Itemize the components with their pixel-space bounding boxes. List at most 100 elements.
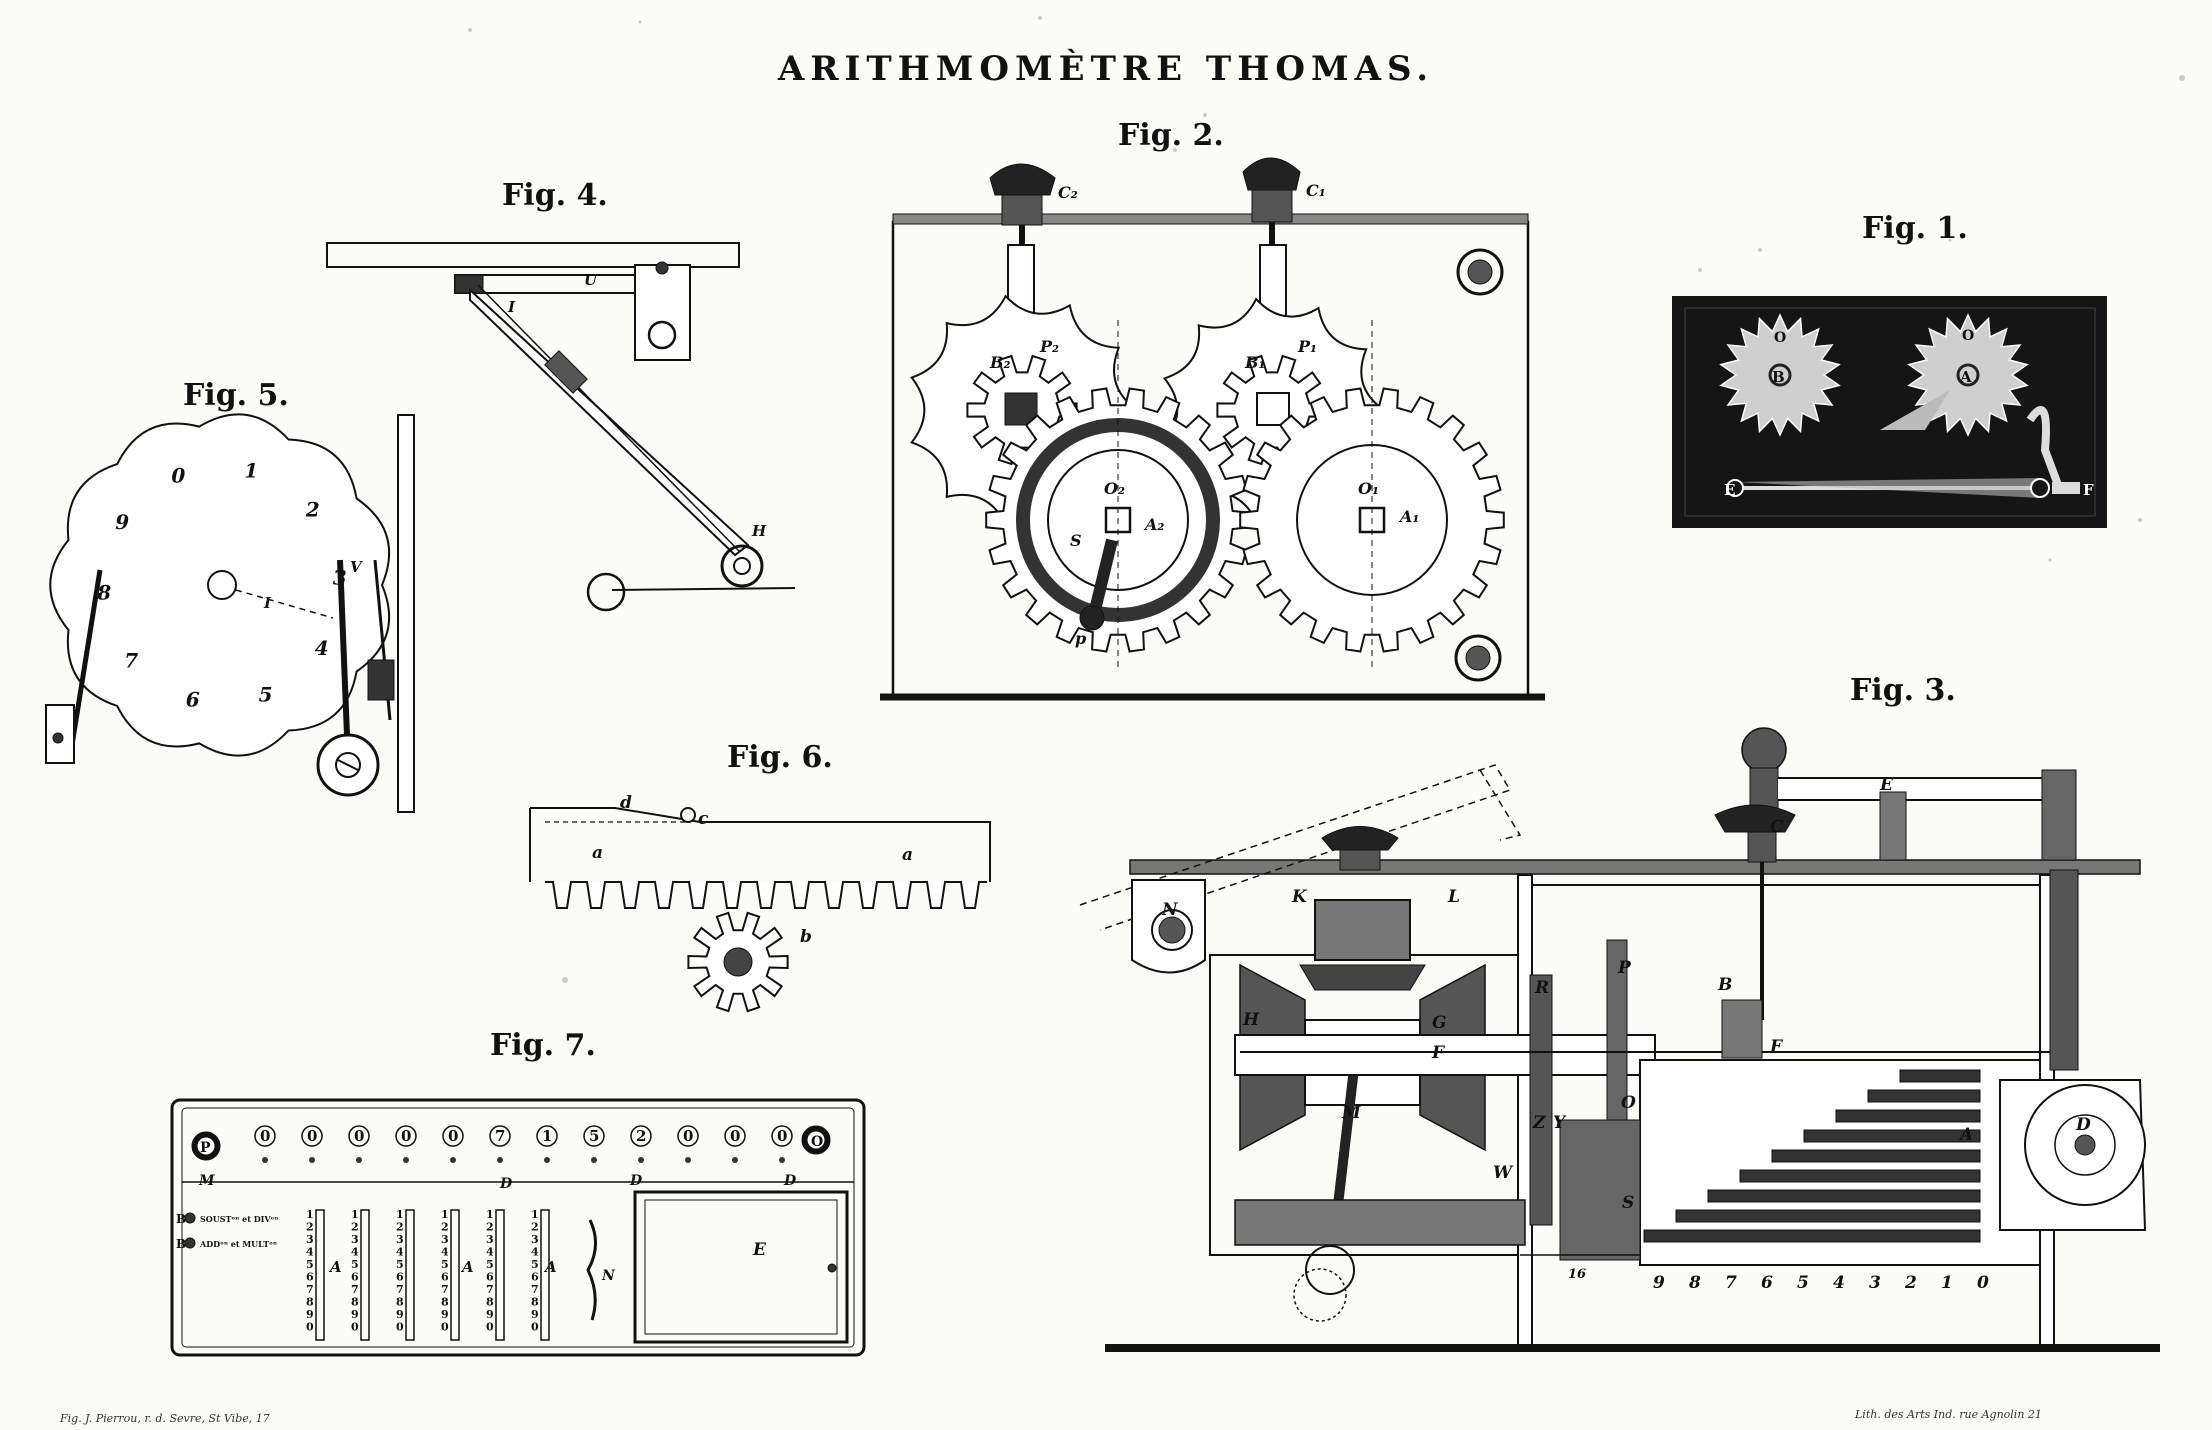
fig4-label-h: H xyxy=(751,522,767,540)
fig7-counter-dot xyxy=(403,1157,409,1163)
fig7-label-d3: D xyxy=(783,1173,797,1189)
fig7-slider-digit: 0 xyxy=(531,1321,539,1334)
fig1-label-a: A xyxy=(1959,368,1972,386)
fig3-label-d: D xyxy=(2075,1115,2091,1135)
fig7-slider-digit: 2 xyxy=(351,1221,359,1234)
fig7-slider-digit: 4 xyxy=(531,1246,539,1259)
fig3-label-a: A xyxy=(1958,1125,1973,1145)
fig3-label-g: G xyxy=(1432,1013,1447,1033)
fig7-label-e: E xyxy=(752,1240,767,1260)
fig3-label-o: O xyxy=(1621,1093,1636,1113)
fig3-label-m: M xyxy=(1341,1103,1362,1123)
fig3-scale-digit: 9 xyxy=(1653,1273,1665,1293)
fig3-scale-digit: 3 xyxy=(1869,1273,1881,1293)
fig3-scale-digit: 1 xyxy=(1941,1273,1953,1293)
fig7-slider-digit: 2 xyxy=(306,1221,314,1234)
fig7-counter-digit: 0 xyxy=(354,1127,364,1145)
fig7-slider-digit: 6 xyxy=(396,1271,404,1284)
fig3-stepped-tooth xyxy=(1835,1109,1981,1123)
fig7-counter-digit: 5 xyxy=(589,1127,599,1145)
fig7-counter-digit: 0 xyxy=(683,1127,693,1145)
fig7-counter-dot xyxy=(732,1157,738,1163)
fig7-slider-slot xyxy=(540,1209,550,1341)
fig7-counter-dial xyxy=(677,1125,699,1147)
fig7-counter-dot xyxy=(356,1157,362,1163)
fig6-label-b: b xyxy=(800,927,812,947)
fig6-label-d: d xyxy=(620,793,632,813)
fig7-slider-digit: 4 xyxy=(396,1246,404,1259)
fig7-slider-digit: 3 xyxy=(351,1233,359,1246)
fig3-label-f1: F xyxy=(1431,1043,1446,1063)
fig3-label-b: B xyxy=(1717,975,1732,995)
fig5-number: 0 xyxy=(171,463,185,487)
fig7-slider-digit: 8 xyxy=(351,1296,359,1309)
fig6-label-a1: a xyxy=(592,843,603,863)
fig7-slider-digit: 7 xyxy=(531,1283,539,1296)
fig5-number: 2 xyxy=(305,498,320,522)
fig7-slider-digit: 1 xyxy=(306,1208,314,1221)
fig7-counter-dot xyxy=(779,1157,785,1163)
fig7-slider-digit: 5 xyxy=(306,1258,314,1271)
fig1-label-o1: O xyxy=(1774,330,1786,346)
fig3-label-16: 16 xyxy=(1568,1267,1586,1282)
fig5-number: 8 xyxy=(96,581,111,605)
fig5-number: 6 xyxy=(186,687,200,711)
fig1-label-o2: O xyxy=(1962,328,1974,344)
fig5-label-i: I xyxy=(263,594,272,612)
fig7-counter-dial xyxy=(489,1125,511,1147)
fig1-caption: Fig. 1. xyxy=(1862,211,1968,246)
fig4-label-i: I xyxy=(507,298,516,316)
fig4-label-u: U xyxy=(584,271,598,289)
fig3-stepped-tooth xyxy=(1867,1089,1981,1103)
fig3-label-l: L xyxy=(1447,887,1460,907)
fig5-label-v: V xyxy=(350,558,363,576)
fig7-counter-digit: 0 xyxy=(448,1127,458,1145)
fig7-slider-digit: 7 xyxy=(441,1283,449,1296)
fig1-wheel-b xyxy=(1719,313,1841,437)
fig2-label-p1: P₁ xyxy=(1297,337,1317,356)
fig3-label-z: Z xyxy=(1532,1113,1546,1133)
fig7-counter-digit: 1 xyxy=(542,1127,552,1145)
fig3-label-h: H xyxy=(1242,1010,1260,1030)
fig7-slider-digit: 7 xyxy=(486,1283,494,1296)
fig3-scale-digit: 5 xyxy=(1797,1273,1809,1293)
fig7-slider-digit: 9 xyxy=(441,1308,449,1321)
fig2-label-a2: A₂ xyxy=(1143,515,1164,534)
fig7-label-a1: A xyxy=(328,1258,342,1276)
fig3-label-p: P xyxy=(1617,958,1632,978)
fig7-slider-digit: 9 xyxy=(531,1308,539,1321)
fig7-counter-dot xyxy=(262,1157,268,1163)
fig7-counter-dot xyxy=(497,1157,503,1163)
fig3-scale-digit: 4 xyxy=(1833,1273,1845,1293)
fig7-label-a3: A xyxy=(543,1258,557,1276)
fig4-caption: Fig. 4. xyxy=(502,178,608,213)
fig2-diagram: C₂ C₁ B₂ B₁ P₂ P₁ O₂ O₁ A₂ A₁ S p xyxy=(880,157,1545,701)
fig7-slider-digit: 1 xyxy=(396,1208,404,1221)
fig1-label-e: E xyxy=(1724,481,1735,499)
fig7-slider-digit: 2 xyxy=(396,1221,404,1234)
fig7-slider-digit: 9 xyxy=(351,1308,359,1321)
fig7-slider-digit: 7 xyxy=(351,1283,359,1296)
fig7-slider-digit: 8 xyxy=(531,1296,539,1309)
fig2-label-c2: C₂ xyxy=(1058,183,1078,202)
fig1-label-f: F xyxy=(2083,481,2094,499)
plate-title: ARITHMOMÈTRE THOMAS. xyxy=(777,48,1434,89)
fig7-slider-digit: 0 xyxy=(351,1321,359,1334)
fig7-slider-digit: 4 xyxy=(351,1246,359,1259)
fig7-slider-digit: 6 xyxy=(441,1271,449,1284)
fig7-counter-dot xyxy=(591,1157,597,1163)
fig7-slider-digit: 0 xyxy=(441,1321,449,1334)
fig2-caption: Fig. 2. xyxy=(1118,118,1224,153)
fig5-number: 7 xyxy=(124,648,138,672)
fig1-diagram: B A O O E F xyxy=(1672,296,2107,528)
fig7-slider-slot xyxy=(450,1209,460,1341)
fig3-stepped-tooth xyxy=(1739,1169,1981,1183)
fig7-slider-digit: 1 xyxy=(486,1208,494,1221)
fig7-counter-dial xyxy=(630,1125,652,1147)
fig7-slider-slot xyxy=(360,1209,370,1341)
fig7-counter-digit: 0 xyxy=(401,1127,411,1145)
fig7-slider-digit: 2 xyxy=(531,1221,539,1234)
fig7-counter-dot xyxy=(544,1157,550,1163)
